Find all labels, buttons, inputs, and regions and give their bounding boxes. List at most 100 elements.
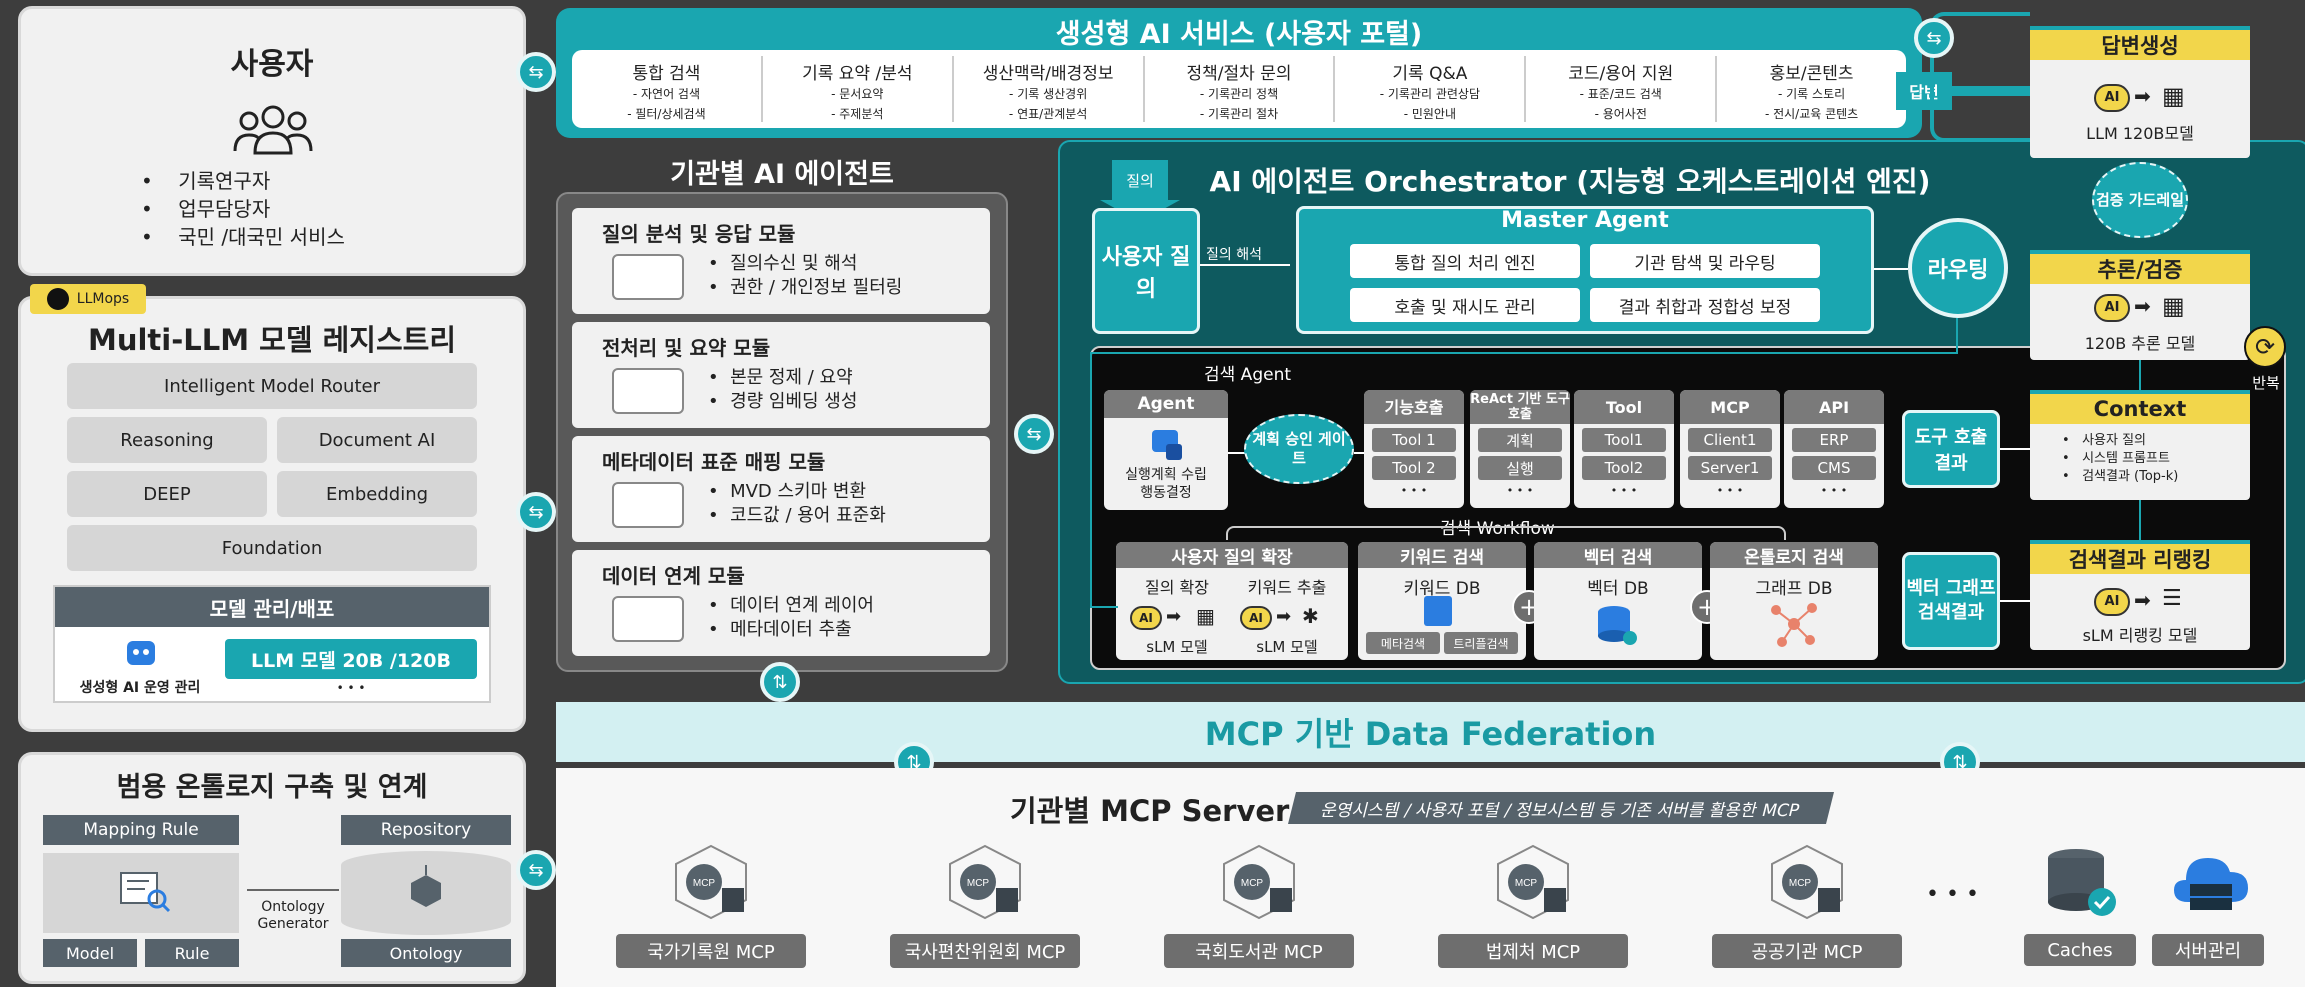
repeat-label: 반복 bbox=[2252, 374, 2280, 392]
portal-column[interactable]: 기록 Q&A- 기록관리 관련상담- 민원안내 bbox=[1335, 56, 1527, 122]
robot-agent-icon bbox=[1152, 430, 1182, 460]
portal-column-head: 기록 Q&A bbox=[1392, 64, 1468, 84]
bidirectional-arrow-icon[interactable]: ⇆ bbox=[516, 52, 556, 92]
portal-column[interactable]: 통합 검색- 자연어 검색- 필터/상세검색 bbox=[572, 56, 763, 122]
tool-column-head: ReAct 기반 도구호출 bbox=[1470, 390, 1570, 424]
arrow-right-icon: ➡ bbox=[2134, 84, 2151, 108]
expand-card-head: 사용자 질의 확장 bbox=[1116, 542, 1348, 568]
expand-sub-2: 키워드 추출 bbox=[1247, 578, 1327, 597]
agent-module-title: 전처리 및 요약 모듈 bbox=[602, 336, 771, 360]
user-item-2: • 업무담당자 bbox=[141, 197, 271, 221]
model-mgmt-box: 모델 관리/배포 생성형 AI 운영 관리 LLM 모델 20B /120B •… bbox=[53, 585, 491, 703]
registry-panel: Multi-LLM 모델 레지스트리 Intelligent Model Rou… bbox=[18, 296, 526, 732]
caches-label: Caches bbox=[2024, 934, 2136, 966]
agent-module: 데이터 연계 모듈• 데이터 연계 레이어• 메타데이터 추출 bbox=[572, 550, 990, 656]
model-mgmt-icon-label: 생성형 AI 운영 관리 bbox=[79, 680, 201, 696]
workflow-line bbox=[1226, 526, 1786, 540]
tool-column-item: Server1 bbox=[1688, 456, 1772, 480]
mcp-more-dots: • • • bbox=[1926, 882, 1979, 907]
portal-column-head: 생산맥락/배경정보 bbox=[982, 64, 1114, 84]
tool-column-more: • • • bbox=[1400, 484, 1428, 497]
vg-result-box: 벡터 그래프 검색결과 bbox=[1902, 552, 2000, 650]
mcp-server-icon: MCP bbox=[949, 844, 1021, 920]
vector-card-head: 벡터 검색 bbox=[1534, 542, 1702, 568]
svg-text:MCP: MCP bbox=[1789, 878, 1812, 889]
bidirectional-arrow-icon[interactable]: ⇆ bbox=[1014, 414, 1054, 454]
mcp-server-icon: MCP bbox=[675, 844, 747, 920]
federation-bar bbox=[556, 702, 2305, 762]
ai-icon: AI bbox=[1240, 606, 1272, 630]
portal-column[interactable]: 홍보/콘텐츠- 기록 스토리- 전시/교육 콘텐츠 bbox=[1717, 56, 1906, 122]
portal-column-line: - 용어사전 bbox=[1594, 107, 1647, 121]
reason-title: 추론/검증 bbox=[2030, 250, 2250, 284]
agents-title: 기관별 AI 에이전트 bbox=[670, 159, 894, 190]
portal-column-line: - 기록관리 절차 bbox=[1199, 107, 1279, 121]
portal-column-head: 통합 검색 bbox=[632, 64, 701, 84]
portal-column-line: - 자연어 검색 bbox=[632, 87, 701, 101]
agent-module-bullets: • 본문 정제 / 요약• 경량 임베딩 생성 bbox=[708, 367, 858, 412]
module-icon bbox=[612, 596, 684, 642]
arrow-right-icon: ➡ bbox=[1276, 606, 1292, 627]
slm-label-1: sLM 모델 bbox=[1146, 638, 1208, 656]
portal-title: 생성형 AI 서비스 (사용자 포털) bbox=[1055, 19, 1423, 50]
portal-column-line: - 기록관리 정책 bbox=[1199, 87, 1279, 101]
portal-column[interactable]: 정책/절차 문의- 기록관리 정책- 기록관리 절차 bbox=[1145, 56, 1336, 122]
portal-column[interactable]: 기록 요약 /분석- 문서요약- 주제분석 bbox=[763, 56, 954, 122]
model-mgmt-more: • • • bbox=[336, 681, 366, 695]
vertical-arrow-icon[interactable]: ⇅ bbox=[760, 662, 800, 702]
portal-column[interactable]: 코드/용어 지원- 표준/코드 검색- 용어사전 bbox=[1526, 56, 1718, 122]
llm120-label: LLM 120B모델 bbox=[2086, 124, 2194, 143]
tool-column-item: Tool1 bbox=[1582, 428, 1666, 452]
federation-title: MCP 기반 Data Federation bbox=[1204, 715, 1657, 753]
db-icon bbox=[1424, 596, 1452, 626]
mcp-server-label[interactable]: 공공기관 MCP bbox=[1712, 934, 1902, 968]
arrow-right-icon: ➡ bbox=[2134, 588, 2151, 612]
graph-icon bbox=[1771, 603, 1817, 647]
agent-module-bullets: • MVD 스키마 변환• 코드값 / 용어 표준화 bbox=[708, 481, 886, 526]
ai-icon: AI bbox=[2094, 588, 2130, 616]
query-arrow-label: 질의 bbox=[1112, 160, 1168, 200]
bidirectional-arrow-icon[interactable]: ⇆ bbox=[516, 492, 556, 532]
grid-icon: ▦ bbox=[2162, 292, 2185, 320]
workflow-label: 검색 Workflow bbox=[1440, 519, 1555, 539]
svg-text:MCP: MCP bbox=[693, 878, 716, 889]
tool-column-head: 기능호출 bbox=[1364, 390, 1464, 424]
ontology-panel: 범용 온톨로지 구축 및 연계 Mapping Rule Model Rule … bbox=[18, 752, 526, 984]
mapping-rule-header: Mapping Rule bbox=[43, 815, 239, 845]
model-mgmt-llm: LLM 모델 20B /120B bbox=[225, 639, 477, 679]
robot-icon bbox=[46, 288, 69, 310]
agent-module-bullets: • 데이터 연계 레이어• 메타데이터 추출 bbox=[708, 595, 874, 640]
model-embedding: Embedding bbox=[277, 471, 477, 517]
tool-column-head: MCP bbox=[1680, 390, 1780, 424]
tool-column-more: • • • bbox=[1610, 484, 1638, 497]
mcp-server-label[interactable]: 국가기록원 MCP bbox=[616, 934, 806, 968]
portal-column[interactable]: 생산맥락/배경정보- 기록 생산경위- 연표/관계분석 bbox=[954, 56, 1145, 122]
graph-db: 그래프 DB bbox=[1755, 579, 1833, 599]
mcp-server-label[interactable]: 법제처 MCP bbox=[1438, 934, 1628, 968]
keyword-db: 키워드 DB bbox=[1403, 579, 1481, 599]
master-item-4: 결과 취합과 정합성 보정 bbox=[1590, 288, 1820, 322]
grid-icon: ▦ bbox=[1196, 604, 1215, 628]
portal-column-line: - 기록 스토리 bbox=[1778, 87, 1846, 101]
orchestrator-title: AI 에이전트 Orchestrator (지능형 오케스트레이션 엔진) bbox=[1209, 165, 1931, 198]
tool-column-item: ERP bbox=[1792, 428, 1876, 452]
bidirectional-arrow-icon[interactable]: ⇆ bbox=[1914, 18, 1954, 58]
tool-column-more: • • • bbox=[1716, 484, 1744, 497]
mcp-server-icon: MCP bbox=[1771, 844, 1843, 920]
bidirectional-arrow-icon[interactable]: ⇆ bbox=[516, 850, 556, 890]
model-reasoning: Reasoning bbox=[67, 417, 267, 463]
agent-module-title: 질의 분석 및 응답 모듈 bbox=[602, 222, 796, 246]
ontology-generator-label: Ontology Generator bbox=[257, 899, 329, 932]
users-title: 사용자 bbox=[230, 47, 314, 82]
mcp-server-label[interactable]: 국사편찬위원회 MCP bbox=[890, 934, 1080, 968]
onto-card-head: 온톨로지 검색 bbox=[1710, 542, 1878, 568]
user-query-box: 사용자 질의 bbox=[1092, 208, 1200, 334]
slm-label-2: sLM 모델 bbox=[1256, 638, 1318, 656]
tool-column-head: API bbox=[1784, 390, 1884, 424]
arrow-right-icon: ➡ bbox=[1166, 606, 1182, 627]
model-document-ai: Document AI bbox=[277, 417, 477, 463]
cloud-server-icon bbox=[2174, 858, 2248, 910]
mcp-server-label[interactable]: 국회도서관 MCP bbox=[1164, 934, 1354, 968]
